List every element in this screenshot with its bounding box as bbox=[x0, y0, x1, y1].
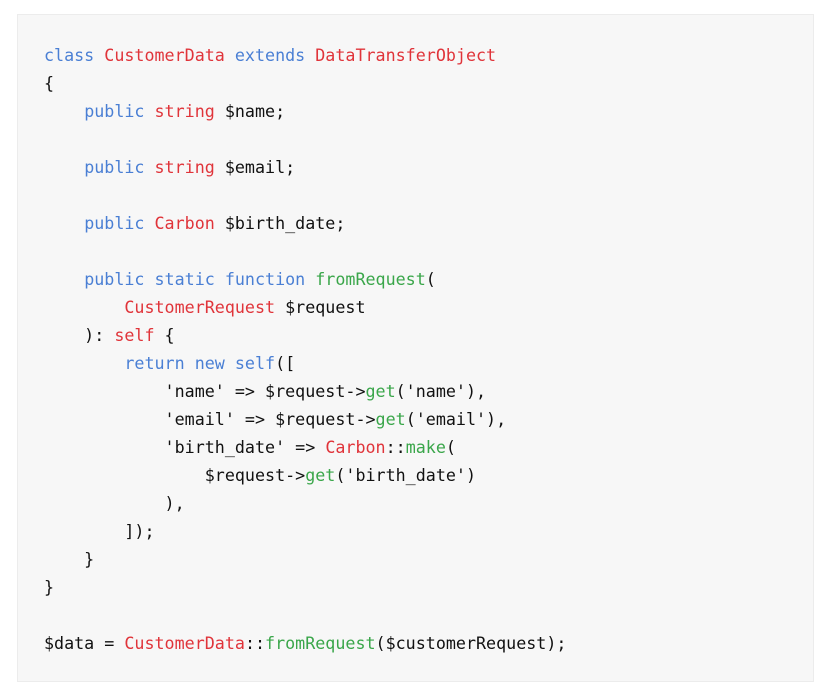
code-token-method: get bbox=[375, 409, 406, 429]
code-line: public static function fromRequest( bbox=[44, 265, 566, 293]
code-token-plain bbox=[144, 269, 154, 289]
code-token-plain: $request-> bbox=[44, 465, 306, 485]
code-token-plain: ($customerRequest); bbox=[375, 633, 567, 653]
code-token-plain: ([ bbox=[275, 353, 296, 373]
code-token-method: make bbox=[405, 437, 446, 457]
code-token-plain: :: bbox=[385, 437, 406, 457]
code-block: class CustomerData extends DataTransferO… bbox=[17, 14, 814, 682]
code-token-plain bbox=[144, 101, 154, 121]
code-token-keyword: function bbox=[224, 269, 306, 289]
code-line: ​ bbox=[44, 125, 566, 153]
code-token-type: CustomerData bbox=[104, 45, 225, 65]
code-token-keyword: public bbox=[84, 213, 145, 233]
code-token-plain: $name; bbox=[214, 101, 286, 121]
code-token-keyword: return bbox=[124, 353, 185, 373]
code-line: } bbox=[44, 545, 566, 573]
code-token-plain: $data = bbox=[44, 633, 125, 653]
code-token-plain bbox=[44, 297, 124, 317]
code-token-keyword: static bbox=[154, 269, 215, 289]
code-line: public string $email; bbox=[44, 153, 566, 181]
code-token-plain: ('name'), bbox=[395, 381, 487, 401]
code-token-plain bbox=[305, 45, 315, 65]
code-token-plain: ('email'), bbox=[405, 409, 507, 429]
code-token-plain: ( bbox=[425, 269, 436, 289]
code-token-plain bbox=[144, 213, 154, 233]
code-line: return new self([ bbox=[44, 349, 566, 377]
code-line: ​ bbox=[44, 237, 566, 265]
code-token-plain bbox=[44, 269, 84, 289]
code-token-plain bbox=[185, 353, 195, 373]
code-token-plain: $request bbox=[275, 297, 366, 317]
code-token-method: fromRequest bbox=[265, 633, 376, 653]
code-token-plain: 'birth_date' => bbox=[44, 437, 326, 457]
code-token-keyword: public bbox=[84, 157, 145, 177]
code-token-keyword: extends bbox=[234, 45, 306, 65]
code-token-type: self bbox=[114, 325, 155, 345]
code-token-plain bbox=[44, 213, 84, 233]
code-token-plain: ('birth_date') bbox=[335, 465, 477, 485]
code-line: $request->get('birth_date') bbox=[44, 461, 566, 489]
code-line: ]); bbox=[44, 517, 566, 545]
code-token-type: Carbon bbox=[325, 437, 386, 457]
code-token-method: get bbox=[365, 381, 396, 401]
code-token-plain bbox=[305, 269, 315, 289]
code-token-plain bbox=[44, 101, 84, 121]
code-line: 'birth_date' => Carbon::make( bbox=[44, 433, 566, 461]
code-line: ), bbox=[44, 489, 566, 517]
code-token-plain: :: bbox=[244, 633, 266, 653]
code-line: 'name' => $request->get('name'), bbox=[44, 377, 566, 405]
code-token-plain bbox=[94, 45, 104, 65]
code-token-plain: ( bbox=[445, 437, 456, 457]
code-line: $data = CustomerData::fromRequest($custo… bbox=[44, 629, 566, 657]
code-line: 'email' => $request->get('email'), bbox=[44, 405, 566, 433]
code-token-plain: { bbox=[154, 325, 175, 345]
code-line: } bbox=[44, 573, 566, 601]
code-token-type: Carbon bbox=[154, 213, 215, 233]
code-token-plain bbox=[225, 353, 235, 373]
code-token-plain bbox=[225, 45, 235, 65]
code-token-keyword: public bbox=[84, 269, 145, 289]
code-token-keyword: public bbox=[84, 101, 145, 121]
code-token-plain bbox=[144, 157, 154, 177]
code-line: public string $name; bbox=[44, 97, 566, 125]
code-token-plain: { bbox=[44, 73, 55, 93]
code-token-type: CustomerRequest bbox=[124, 297, 276, 317]
code-line: { bbox=[44, 69, 566, 97]
code-token-method: get bbox=[305, 465, 336, 485]
code-token-plain: ), bbox=[44, 493, 185, 513]
code-token-type: string bbox=[154, 101, 215, 121]
code-token-plain: } bbox=[44, 577, 55, 597]
code-line: CustomerRequest $request bbox=[44, 293, 566, 321]
code-content: class CustomerData extends DataTransferO… bbox=[44, 41, 566, 657]
code-token-type: CustomerData bbox=[124, 633, 245, 653]
code-token-plain bbox=[44, 157, 84, 177]
code-line: ​ bbox=[44, 601, 566, 629]
code-token-plain: 'name' => $request-> bbox=[44, 381, 366, 401]
code-token-type: string bbox=[154, 157, 215, 177]
code-token-keyword: new bbox=[194, 353, 225, 373]
code-token-plain: ): bbox=[44, 325, 115, 345]
code-token-plain: $birth_date; bbox=[214, 213, 346, 233]
code-line: public Carbon $birth_date; bbox=[44, 209, 566, 237]
code-token-plain: ]); bbox=[44, 521, 155, 541]
code-token-plain bbox=[44, 353, 124, 373]
code-token-keyword: self bbox=[234, 353, 276, 373]
code-token-type: DataTransferObject bbox=[315, 45, 497, 65]
code-line: class CustomerData extends DataTransferO… bbox=[44, 41, 566, 69]
code-line: ​ bbox=[44, 181, 566, 209]
code-token-plain bbox=[215, 269, 225, 289]
code-token-keyword: class bbox=[44, 45, 95, 65]
code-line: ): self { bbox=[44, 321, 566, 349]
code-token-plain: 'email' => $request-> bbox=[44, 409, 376, 429]
code-token-plain: $email; bbox=[214, 157, 296, 177]
code-token-plain: } bbox=[44, 549, 95, 569]
code-token-method: fromRequest bbox=[315, 269, 426, 289]
